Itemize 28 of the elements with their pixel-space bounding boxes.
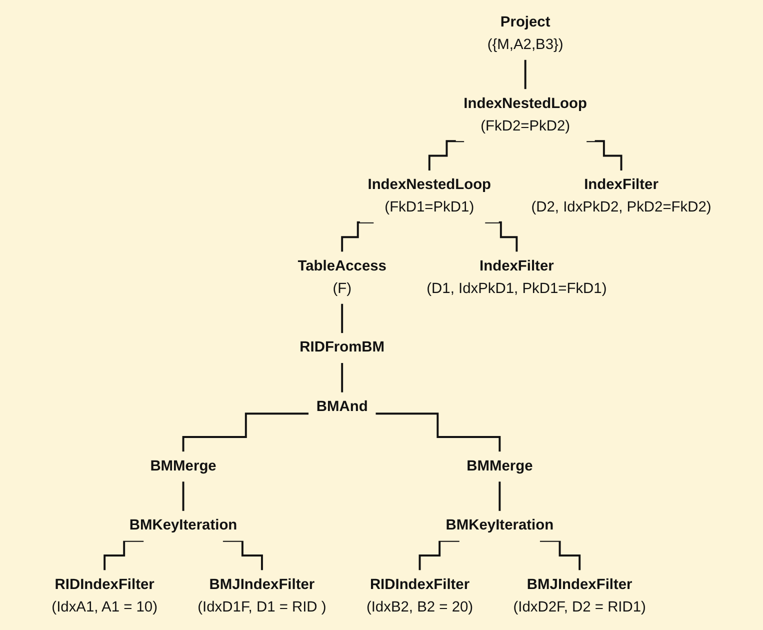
connector <box>222 540 263 572</box>
node-text: TableAccess (F) <box>298 258 386 296</box>
node-text: IndexFilter (D2, IdxPkD2, PkD2=FkD2) <box>531 176 712 216</box>
connector <box>341 221 374 253</box>
connector <box>586 140 622 172</box>
connector <box>498 480 501 512</box>
node-text: BMJIndexFilter (IdxD2F, D2 = RID1) <box>513 576 646 615</box>
connector <box>485 221 518 253</box>
connector <box>524 58 526 90</box>
connector <box>376 412 501 453</box>
node-text: Project ({M,A2,B3}) <box>487 14 564 52</box>
node-text: RIDFromBM <box>300 339 385 356</box>
connector <box>182 412 309 453</box>
connector <box>341 302 344 334</box>
node-text: IndexNestedLoop (FkD2=PkD2) <box>464 95 587 134</box>
connector <box>428 140 464 172</box>
node-text: RIDIndexFilter (IdxB2, B2 = 20) <box>366 576 474 615</box>
connector <box>418 540 460 572</box>
connector <box>540 540 581 572</box>
node-text: IndexFilter (D1, IdxPkD1, PkD1=FkD1) <box>426 258 607 296</box>
node-text: BMAnd <box>316 398 368 415</box>
connector <box>182 480 184 512</box>
node-text: BMJIndexFilter (IdxD1F, D1 = RID ) <box>198 576 326 615</box>
node-text: RIDIndexFilter (IdxA1, A1 = 10) <box>52 576 158 615</box>
connector <box>104 540 144 572</box>
node-text: BMMerge <box>466 458 533 474</box>
node-text: BMMerge <box>150 458 216 474</box>
connector <box>341 362 344 394</box>
